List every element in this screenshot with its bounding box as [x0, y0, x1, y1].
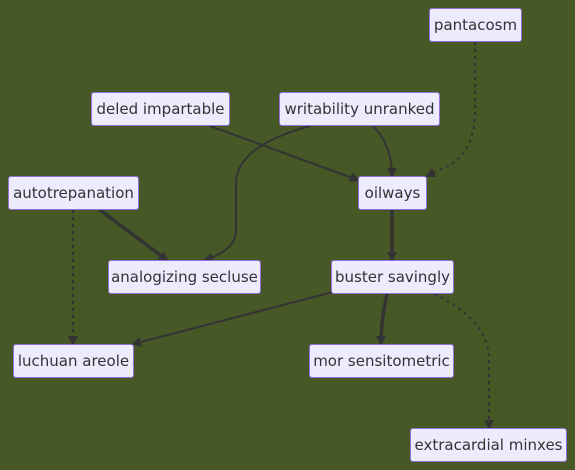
edge-buster-savingly-luchuan-areole	[131, 291, 334, 347]
node-buster-savingly[interactable]: buster savingly	[331, 260, 454, 294]
node-writability-unranked[interactable]: writability unranked	[279, 92, 440, 126]
edge-writability-unranked-analogizing-secluse	[203, 125, 311, 263]
node-deled-impartable[interactable]: deled impartable	[91, 92, 230, 126]
edge-buster-savingly-mor-sensitometric	[376, 293, 389, 346]
edge-writability-unranked-oilways	[372, 125, 397, 178]
node-autotrepanation[interactable]: autotrepanation	[8, 176, 139, 210]
edge-deled-impartable-oilways	[209, 125, 360, 182]
node-pantacosm[interactable]: pantacosm	[429, 8, 522, 42]
node-extracardial-minxes[interactable]: extracardial minxes	[410, 428, 567, 462]
node-luchuan-areole[interactable]: luchuan areole	[13, 344, 134, 378]
node-oilways[interactable]: oilways	[358, 176, 427, 210]
node-mor-sensitometric[interactable]: mor sensitometric	[309, 344, 454, 378]
node-analogizing-secluse[interactable]: analogizing secluse	[108, 260, 261, 294]
edge-autotrepanation-analogizing-secluse	[98, 208, 169, 262]
